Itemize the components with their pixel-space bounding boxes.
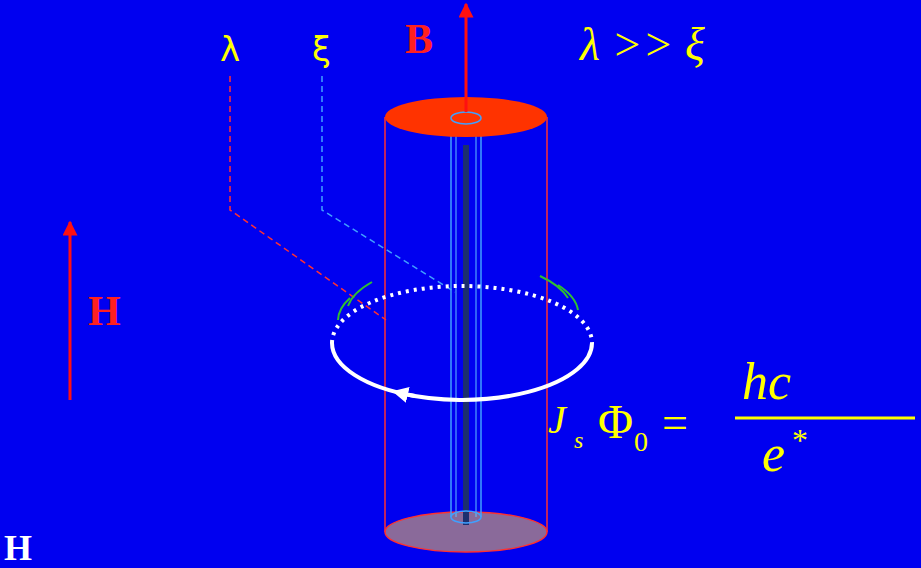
flux-symbol: Φ: [598, 398, 633, 446]
cylinder-side: [384, 117, 386, 532]
core-side: [480, 120, 482, 517]
subscript: 0: [634, 428, 648, 456]
field-label: H: [88, 290, 121, 332]
current-loop-back: [332, 286, 592, 343]
length-symbol: ξ: [312, 32, 331, 66]
field-arrow: [465, 4, 468, 112]
core-side: [456, 120, 457, 517]
core-side: [476, 120, 477, 517]
leader-line: [230, 76, 386, 320]
field-label: B: [405, 18, 433, 60]
current-arc: [348, 282, 372, 306]
denominator: e: [762, 428, 785, 480]
current-symbol: J: [548, 400, 566, 440]
numerator: hc: [742, 356, 791, 408]
superscript: *: [792, 424, 808, 456]
subscript: s: [574, 428, 583, 452]
equals-sign: =: [662, 400, 688, 446]
cylinder-side: [546, 117, 548, 532]
core-bottom: [451, 511, 481, 523]
fraction-bar: [735, 417, 915, 420]
current-arc: [558, 285, 578, 310]
length-symbol: λ: [220, 32, 240, 66]
field-arrow: [69, 222, 72, 400]
vortex-core: [463, 145, 469, 525]
core-side: [450, 120, 452, 517]
current-loop-front: [400, 343, 592, 400]
current-arc: [540, 276, 568, 298]
core-top: [451, 112, 481, 124]
current-arc: [338, 298, 350, 320]
field-label: H: [4, 530, 32, 566]
condition-text: λ >> ξ: [580, 22, 705, 68]
current-loop-front: [332, 343, 415, 396]
leader-line: [322, 76, 455, 292]
